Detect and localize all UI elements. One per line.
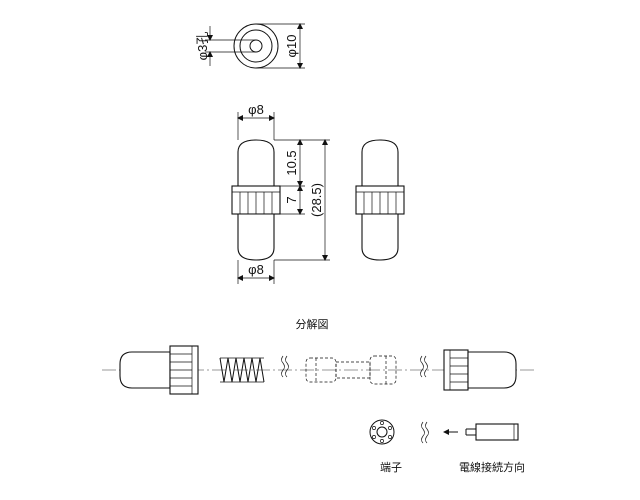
side-view-plain: [355, 139, 405, 261]
inner-sleeve: [305, 355, 397, 385]
left-cap: [119, 351, 171, 389]
spring: [219, 357, 265, 383]
terminal-label: 端子: [380, 461, 402, 474]
bottom-width-dim: φ8: [248, 262, 264, 277]
top-width-dim: φ8: [248, 102, 264, 117]
wire: [465, 423, 519, 441]
hole-diameter-dim: φ3孔: [195, 32, 210, 61]
exploded-view: [102, 345, 536, 395]
middle-length-dim: 7: [284, 196, 299, 203]
wire-direction-label: 電線接続方向: [459, 460, 525, 474]
top-end-view: φ10 φ3孔: [195, 23, 305, 69]
upper-length-dim: 10.5: [284, 150, 299, 175]
right-collar: [443, 349, 469, 391]
outer-diameter-dim: φ10: [284, 35, 299, 58]
total-length-dim: (28.5): [309, 183, 324, 217]
terminal-detail: [369, 419, 519, 445]
right-cap: [467, 351, 517, 389]
exploded-view-caption: 分解図: [296, 317, 329, 331]
side-view-dimensioned: φ8 φ8 10.5 7 (28.5): [231, 102, 330, 284]
